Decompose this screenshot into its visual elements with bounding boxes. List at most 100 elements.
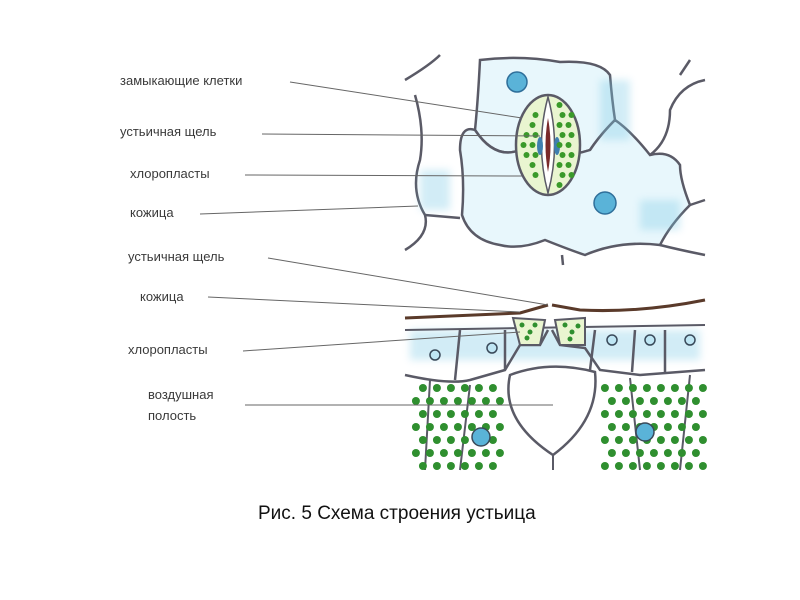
chloroplast <box>453 449 462 457</box>
chloroplast <box>474 462 483 470</box>
chloroplast <box>649 397 658 405</box>
label-guard-cells: замыкающие клетки <box>120 73 243 88</box>
chloroplast <box>621 449 630 457</box>
nucleus <box>593 191 617 215</box>
chloroplast <box>519 322 525 328</box>
stomatal-slit <box>545 118 551 172</box>
chloroplast <box>635 397 644 405</box>
nucleus <box>506 71 528 93</box>
chloroplast <box>649 449 658 457</box>
chloroplast <box>432 384 441 392</box>
chloroplast <box>607 423 616 431</box>
label-epidermis-bottom: кожица <box>140 289 184 304</box>
chloroplast <box>488 384 497 392</box>
chloroplast <box>425 397 434 405</box>
chloroplast <box>677 397 686 405</box>
chloroplast <box>677 423 686 431</box>
chloroplast <box>614 384 623 392</box>
label-stomatal-slit-top: устьичная щель <box>120 124 217 139</box>
chloroplast <box>569 329 575 335</box>
chloroplast <box>670 462 679 470</box>
chloroplast <box>568 152 575 158</box>
chloroplast <box>529 142 536 148</box>
chloroplast <box>481 397 490 405</box>
chloroplast <box>628 462 637 470</box>
chloroplast <box>628 410 637 418</box>
chloroplast <box>495 397 504 405</box>
chloroplast <box>614 436 623 444</box>
chloroplast <box>532 132 539 138</box>
chloroplast <box>677 449 686 457</box>
chloroplast <box>439 449 448 457</box>
chloroplast <box>568 132 575 138</box>
chloroplast <box>432 410 441 418</box>
chloroplast <box>532 172 539 178</box>
chloroplast <box>474 410 483 418</box>
chloroplast <box>460 436 469 444</box>
chloroplast <box>488 436 497 444</box>
label-chloroplasts-bottom: хлоропласты <box>128 342 208 357</box>
chloroplast <box>411 449 420 457</box>
chloroplast <box>568 172 575 178</box>
chloroplast <box>446 384 455 392</box>
chloroplast <box>663 423 672 431</box>
chloroplast <box>663 397 672 405</box>
label-stomatal-slit-bottom: устьичная щель <box>128 249 225 264</box>
chloroplast <box>460 384 469 392</box>
chloroplast <box>559 112 566 118</box>
chloroplast <box>691 423 700 431</box>
chloroplast <box>628 436 637 444</box>
chloroplast <box>488 410 497 418</box>
chloroplast <box>411 423 420 431</box>
nuclei-cross <box>429 334 696 447</box>
chloroplast <box>565 162 572 168</box>
chloroplast <box>614 462 623 470</box>
chloroplast <box>698 384 707 392</box>
chloroplast <box>467 397 476 405</box>
chloroplast <box>691 397 700 405</box>
chloroplast <box>439 397 448 405</box>
chloroplast <box>670 384 679 392</box>
chloroplast <box>432 436 441 444</box>
chloroplast <box>556 142 563 148</box>
chloroplast <box>495 449 504 457</box>
chloroplast <box>556 102 563 108</box>
chloroplast <box>446 410 455 418</box>
chloroplast <box>411 397 420 405</box>
chloroplast <box>684 462 693 470</box>
chloroplast <box>559 132 566 138</box>
chloroplast <box>460 462 469 470</box>
chloroplast <box>474 384 483 392</box>
chloroplast <box>607 449 616 457</box>
chloroplast <box>621 423 630 431</box>
chloroplast <box>467 449 476 457</box>
chloroplast <box>600 410 609 418</box>
chloroplast <box>446 436 455 444</box>
chloroplast <box>529 122 536 128</box>
chloroplast <box>481 449 490 457</box>
chloroplast <box>439 423 448 431</box>
chloroplast <box>446 462 455 470</box>
chloroplast <box>453 423 462 431</box>
chloroplast <box>642 410 651 418</box>
chloroplast <box>684 436 693 444</box>
chloroplast <box>556 182 563 188</box>
chloroplast <box>621 397 630 405</box>
chloroplast <box>642 462 651 470</box>
chloroplast <box>600 436 609 444</box>
chloroplast <box>600 462 609 470</box>
chloroplast <box>556 162 563 168</box>
chloroplast <box>460 410 469 418</box>
chloroplast <box>663 449 672 457</box>
chloroplast <box>568 112 575 118</box>
chloroplast <box>635 449 644 457</box>
chloroplast <box>562 322 568 328</box>
chloroplast <box>532 112 539 118</box>
air-cavity <box>507 365 597 457</box>
label-air-cavity-2: полость <box>148 408 197 423</box>
chloroplast <box>529 162 536 168</box>
figure-caption: Рис. 5 Схема строения устьица <box>258 503 536 524</box>
chloroplast <box>628 384 637 392</box>
chloroplast <box>425 423 434 431</box>
